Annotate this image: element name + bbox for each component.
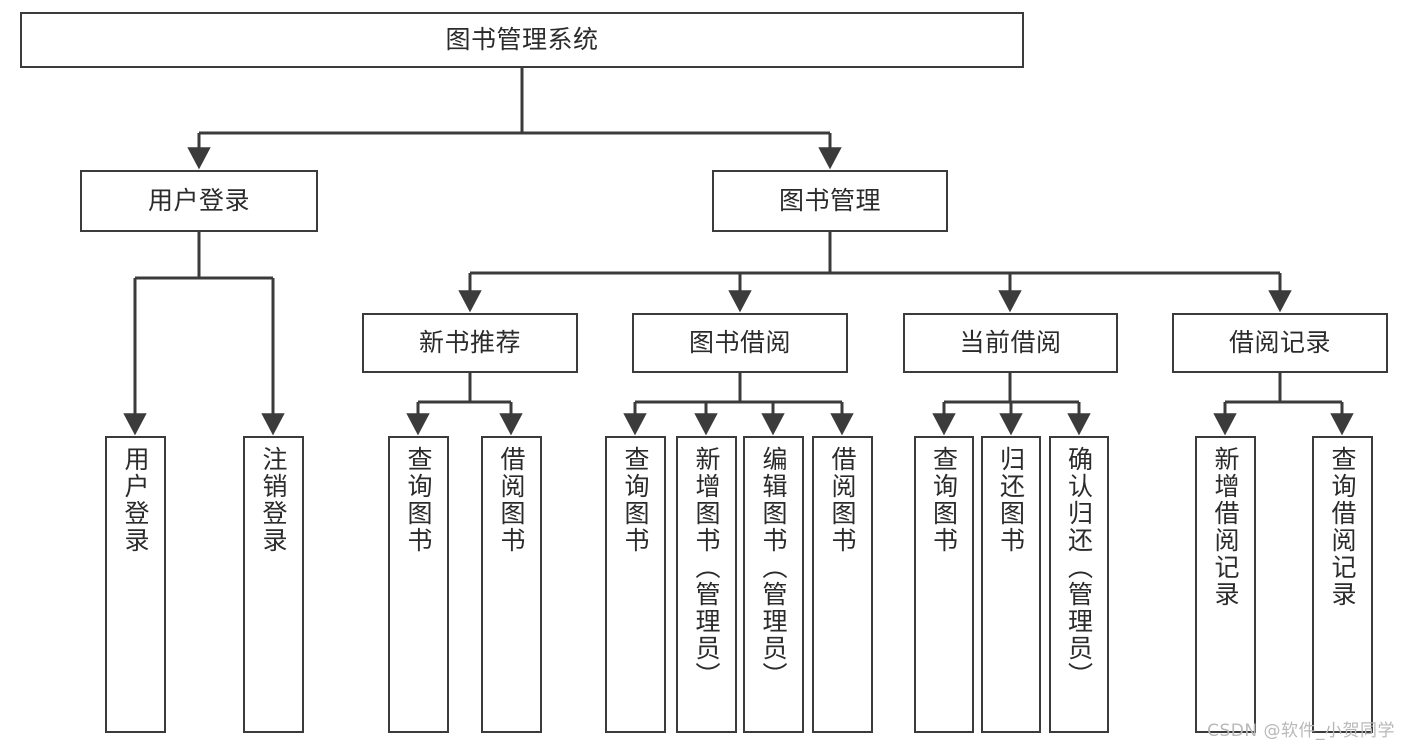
node-label: 新书推荐 — [418, 328, 521, 358]
node-label: 注销登录 — [259, 446, 288, 554]
leaf-current-query-book[interactable]: 查询图书 — [914, 436, 974, 733]
leaf-borrow-edit-book-admin[interactable]: 编辑图书（管理员） — [743, 436, 804, 733]
leaf-borrow-query-book[interactable]: 查询图书 — [605, 436, 666, 733]
node-label: 归还图书 — [996, 446, 1026, 554]
leaf-borrow-add-book-admin[interactable]: 新增图书（管理员） — [676, 436, 737, 733]
leaf-user-login-signin[interactable]: 用户登录 — [105, 436, 166, 733]
leaf-borrow-borrow-book[interactable]: 借阅图书 — [812, 436, 873, 733]
node-current-borrow[interactable]: 当前借阅 — [903, 313, 1118, 373]
node-label: 确认归还（管理员） — [1064, 446, 1094, 689]
node-label: 用户登录 — [147, 186, 250, 216]
leaf-current-confirm-return-admin[interactable]: 确认归还（管理员） — [1049, 436, 1109, 733]
node-book-borrow[interactable]: 图书借阅 — [632, 313, 848, 373]
node-label: 新增图书（管理员） — [692, 446, 721, 689]
node-label: 查询借阅记录 — [1328, 446, 1357, 608]
node-user-login[interactable]: 用户登录 — [80, 170, 318, 232]
node-label: 借阅图书 — [497, 446, 526, 554]
node-new-book-recommend[interactable]: 新书推荐 — [362, 313, 578, 373]
leaf-user-login-signout[interactable]: 注销登录 — [243, 436, 304, 733]
node-label: 查询图书 — [929, 446, 959, 554]
csdn-watermark: CSDN @软件_小贺同学 — [1207, 721, 1395, 741]
node-label: 当前借阅 — [959, 328, 1062, 358]
node-book-management[interactable]: 图书管理 — [712, 170, 948, 232]
leaf-record-add-record[interactable]: 新增借阅记录 — [1195, 436, 1256, 733]
node-root-system[interactable]: 图书管理系统 — [20, 12, 1024, 68]
node-label: 图书管理 — [778, 186, 881, 216]
node-label: 借阅记录 — [1228, 328, 1331, 358]
leaf-current-return-book[interactable]: 归还图书 — [981, 436, 1041, 733]
node-label: 查询图书 — [404, 446, 433, 554]
leaf-recommend-borrow-book[interactable]: 借阅图书 — [481, 436, 542, 733]
node-borrow-record[interactable]: 借阅记录 — [1172, 313, 1388, 373]
node-label: 图书借阅 — [688, 328, 791, 358]
leaf-recommend-query-book[interactable]: 查询图书 — [388, 436, 449, 733]
node-label: 借阅图书 — [828, 446, 857, 554]
node-label: 图书管理系统 — [445, 25, 599, 55]
node-label: 用户登录 — [121, 446, 150, 554]
node-label: 新增借阅记录 — [1211, 446, 1240, 608]
leaf-record-query-record[interactable]: 查询借阅记录 — [1312, 436, 1373, 733]
node-label: 编辑图书（管理员） — [759, 446, 788, 689]
node-label: 查询图书 — [621, 446, 650, 554]
